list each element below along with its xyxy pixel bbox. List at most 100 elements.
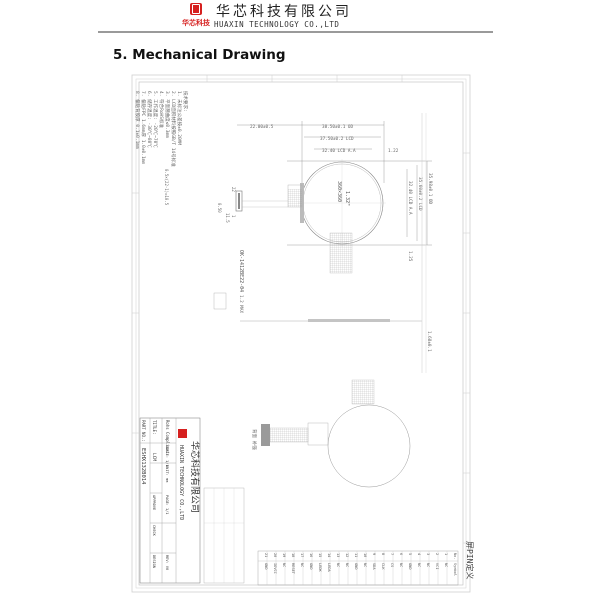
svg-text:1. 未标注公差按±0.20MM: 1. 未标注公差按±0.20MM — [176, 91, 183, 145]
svg-text:SCALE: 1/1: SCALE: 1/1 — [165, 445, 169, 467]
svg-text:CLK: CLK — [381, 563, 385, 570]
svg-text:Rohs Compliant: Rohs Compliant — [165, 420, 170, 454]
svg-text:NC: NC — [345, 563, 349, 567]
svg-text:4: 4 — [417, 553, 421, 555]
svg-text:Symbol: Symbol — [453, 563, 457, 576]
svg-text:APPROVE: APPROVE — [152, 495, 156, 510]
svg-text:7. 偏贴FPC 1.6mm厚 1.0±0.1mm: 7. 偏贴FPC 1.6mm厚 1.0±0.1mm — [140, 91, 147, 164]
title-block: 华芯科技有限公司 HUAXIN TECHNOLOGY CO.,LTD Rohs … — [139, 417, 201, 584]
svg-text:37.50±0.2 LCD: 37.50±0.2 LCD — [320, 136, 354, 142]
svg-text:3. 平面翘曲度≤0.3mm: 3. 平面翘曲度≤0.3mm — [164, 91, 171, 138]
svg-text:NC: NC — [399, 563, 403, 567]
svg-text:GND: GND — [354, 563, 358, 570]
svg-text:华芯科技有限公司: 华芯科技有限公司 — [189, 441, 201, 513]
svg-text:6: 6 — [399, 553, 403, 555]
svg-text:5: 5 — [408, 553, 412, 555]
svg-text:19: 19 — [282, 553, 286, 557]
svg-text:38.50±0.1 OD: 38.50±0.1 OD — [322, 124, 353, 130]
company-logo-text: 华芯科技 — [182, 20, 210, 27]
svg-text:PAGE: 1/1: PAGE: 1/1 — [165, 495, 169, 514]
svg-text:13: 13 — [336, 553, 340, 557]
svg-text:17: 17 — [300, 553, 304, 557]
svg-text:15: 15 — [318, 553, 322, 557]
svg-text:2: 2 — [435, 553, 439, 555]
svg-text:LEDK: LEDK — [318, 563, 322, 572]
svg-text:4. 符合RoHS标准: 4. 符合RoHS标准 — [158, 91, 165, 128]
svg-text:HUAXIN TECHNOLOGY CO.,LTD: HUAXIN TECHNOLOGY CO.,LTD — [178, 445, 184, 520]
svg-text:NC: NC — [444, 563, 448, 567]
back-label: 背面 补强 — [251, 429, 258, 450]
notes-title: 技术要求: — [182, 91, 189, 112]
svg-text:NC: NC — [426, 563, 430, 567]
svg-text:35.60±0.2 LCD: 35.60±0.2 LCD — [417, 177, 423, 211]
svg-text:LCM: LCM — [151, 453, 157, 461]
svg-text:CHECK: CHECK — [152, 525, 156, 537]
svg-text:NC: NC — [363, 563, 367, 567]
svg-text:11.5: 11.5 — [225, 213, 230, 223]
svg-text:1.22: 1.22 — [388, 148, 399, 154]
svg-text:1.25: 1.25 — [407, 251, 413, 262]
svg-text:UNIT: mm: UNIT: mm — [165, 465, 169, 482]
section-title: 5. Mechanical Drawing — [113, 47, 286, 63]
company-logo-icon — [190, 3, 202, 15]
svg-text:GND: GND — [309, 563, 313, 570]
lcd-back-view — [327, 404, 411, 488]
svg-text:GND: GND — [264, 563, 268, 570]
svg-text:VCI: VCI — [435, 563, 439, 570]
svg-text:0.5×(22-1)=10.5: 0.5×(22-1)=10.5 — [164, 169, 169, 206]
svg-text:5. 工作温度: -20℃~70℃: 5. 工作温度: -20℃~70℃ — [152, 91, 159, 148]
svg-text:11: 11 — [354, 553, 358, 557]
svg-text:2. LCD面积材料按照GB/T 14号标准: 2. LCD面积材料按照GB/T 14号标准 — [170, 91, 177, 167]
resolution: 360×360 — [336, 181, 342, 202]
header-divider — [98, 31, 493, 33]
svg-text:14: 14 — [327, 553, 331, 557]
svg-text:9: 9 — [372, 553, 376, 555]
svg-text:3: 3 — [426, 553, 430, 555]
svg-text:10: 10 — [363, 553, 367, 557]
svg-text:22.00±0.5: 22.00±0.5 — [250, 124, 274, 130]
svg-text:ESHX132B014: ESHX132B014 — [140, 448, 146, 485]
svg-text:32.40 LCD A.A: 32.40 LCD A.A — [322, 148, 356, 154]
svg-text:21: 21 — [264, 553, 268, 557]
svg-text:1: 1 — [444, 553, 448, 555]
svg-text:IOVCC: IOVCC — [273, 563, 277, 574]
svg-text:12: 12 — [345, 553, 349, 557]
svg-text:18: 18 — [291, 553, 295, 557]
svg-text:1.68±0.1: 1.68±0.1 — [426, 331, 432, 352]
svg-text:NC: NC — [417, 563, 421, 567]
svg-text:16: 16 — [309, 553, 313, 557]
svg-text:LEDA: LEDA — [327, 563, 331, 572]
svg-text:DESIGN: DESIGN — [152, 555, 156, 568]
svg-text:NC: NC — [282, 563, 286, 567]
svg-text:7: 7 — [390, 553, 394, 555]
svg-text:8. 偏贴背胶厚 0.1±0.1mm: 8. 偏贴背胶厚 0.1±0.1mm — [134, 91, 141, 149]
svg-text:6. 储存温度: -30℃~80℃: 6. 储存温度: -30℃~80℃ — [146, 91, 153, 148]
svg-text:32.40 LCD A.A: 32.40 LCD A.A — [407, 181, 413, 215]
svg-text:1.2 MAX: 1.2 MAX — [238, 295, 244, 314]
svg-text:8: 8 — [381, 553, 385, 555]
title-block-logo-icon — [178, 429, 187, 438]
svg-text:NC: NC — [300, 563, 304, 567]
pin-table-title: 屏PIN定义 — [465, 541, 475, 579]
connector-label: OK-1412BE22-04 — [238, 250, 244, 292]
company-name-en: HUAXIN TECHNOLOGY CO.,LTD — [214, 20, 340, 29]
svg-text:35.98±0.1 OD: 35.98±0.1 OD — [427, 173, 433, 204]
document-header: 华芯科技有限公司 华芯科技 HUAXIN TECHNOLOGY CO.,LTD — [98, 0, 493, 34]
svg-text:GND: GND — [408, 563, 412, 570]
svg-text:REV: V0: REV: V0 — [165, 555, 169, 570]
svg-text:CS: CS — [390, 563, 394, 567]
svg-text:TITLE:: TITLE: — [152, 420, 157, 434]
panel-size: 1.32" — [344, 191, 350, 206]
svg-text:No.: No. — [453, 553, 457, 560]
company-name-cn: 华芯科技有限公司 — [216, 4, 352, 20]
svg-text:20: 20 — [273, 553, 277, 557]
svg-text:RESET: RESET — [291, 563, 295, 575]
svg-text:SDA: SDA — [372, 563, 376, 570]
mechanical-drawing: 技术要求: 1. 未标注公差按±0.20MM 2. LCD面积材料按照GB/T … — [122, 73, 480, 595]
svg-text:NC: NC — [336, 563, 340, 567]
svg-text:1: 1 — [231, 215, 236, 218]
svg-text:22: 22 — [231, 187, 236, 192]
svg-text:PART NO.:: PART NO.: — [141, 420, 146, 442]
svg-text:0.50: 0.50 — [217, 203, 222, 213]
